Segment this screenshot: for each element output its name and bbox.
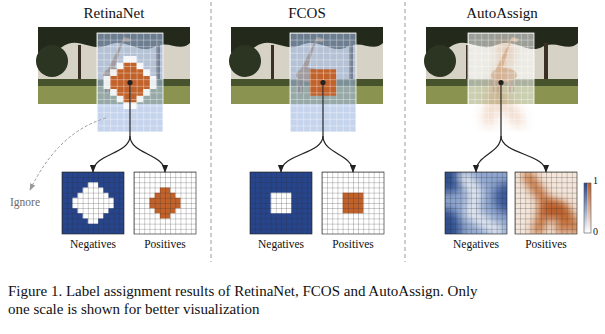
assignment-grid: Positives <box>515 172 577 251</box>
assignment-arrow <box>501 136 546 172</box>
positives-grid-part <box>322 172 384 234</box>
negatives-grid <box>250 172 312 234</box>
colorbar-part <box>584 183 591 233</box>
negatives-grid-part <box>445 172 507 234</box>
grid-label: Positives <box>332 237 374 251</box>
positives-grid-part <box>134 172 196 234</box>
anchor-dot <box>127 80 132 85</box>
colorbar-part <box>588 183 592 233</box>
negatives-grid-part <box>62 172 124 234</box>
negatives-grid-part <box>445 172 507 234</box>
grid-label: Positives <box>525 237 567 251</box>
assignment-grid: Positives <box>322 172 384 251</box>
negatives-grid-part <box>250 172 312 234</box>
assignment-arrow <box>93 136 130 172</box>
grid-label: Negatives <box>453 237 499 251</box>
panel-separator <box>405 2 406 262</box>
colorbar-part <box>584 183 588 233</box>
grid-label: Positives <box>144 237 186 251</box>
positives-grid-part <box>515 172 577 234</box>
image-panel: RetinaNet <box>38 4 190 136</box>
positives-grid-part <box>515 172 577 234</box>
negatives-grid-part <box>250 172 312 234</box>
leader-stem <box>500 83 501 137</box>
negatives-grid-part <box>250 172 312 234</box>
positives-grid <box>322 172 384 234</box>
ignore-label: Ignore <box>10 196 40 208</box>
grid-label: Negatives <box>70 237 116 251</box>
negatives-grid-part <box>62 172 124 234</box>
anchor-dot <box>320 80 325 85</box>
panel-title: RetinaNet <box>84 4 145 22</box>
anchor-dot <box>498 80 503 85</box>
positives-grid-part <box>134 172 196 234</box>
colorbar-tick: 0 <box>593 226 598 237</box>
caption-text: Figure 1. Label assignment results of Re… <box>8 283 478 317</box>
assignment-grid: Negatives <box>445 172 507 251</box>
image-panel: FCOS <box>231 4 383 136</box>
panel-title: FCOS <box>288 4 326 22</box>
panel-title: AutoAssign <box>466 4 538 22</box>
assignment-arrow <box>281 136 323 172</box>
image-panel: AutoAssign <box>426 4 578 136</box>
grid-label: Negatives <box>258 237 304 251</box>
negatives-grid-part <box>62 172 124 234</box>
negatives-grid-part <box>445 172 507 234</box>
positives-grid-part <box>322 172 384 234</box>
assignment-grid: Negatives <box>62 172 124 251</box>
positives-grid-part <box>515 172 577 234</box>
leader-stem <box>129 83 130 137</box>
positives-grid <box>134 172 196 234</box>
positives-grid <box>515 172 577 234</box>
negatives-grid-part <box>445 172 507 234</box>
colorbar <box>584 183 591 233</box>
negatives-grid <box>424 162 520 250</box>
panel-separator <box>211 2 212 262</box>
assignment-grid: Negatives <box>250 172 312 251</box>
assignment-arrow <box>476 136 501 172</box>
colorbar-tick: 1 <box>593 175 598 186</box>
assignment-arrow <box>323 136 353 172</box>
assignment-arrow <box>130 136 165 172</box>
figure-caption: Figure 1. Label assignment results of Re… <box>8 282 478 318</box>
positives-grid-part <box>134 172 196 234</box>
positives-grid-part <box>322 172 384 234</box>
negatives-grid <box>62 172 124 234</box>
assignment-grid: Positives <box>134 172 196 251</box>
leader-stem <box>322 83 323 137</box>
